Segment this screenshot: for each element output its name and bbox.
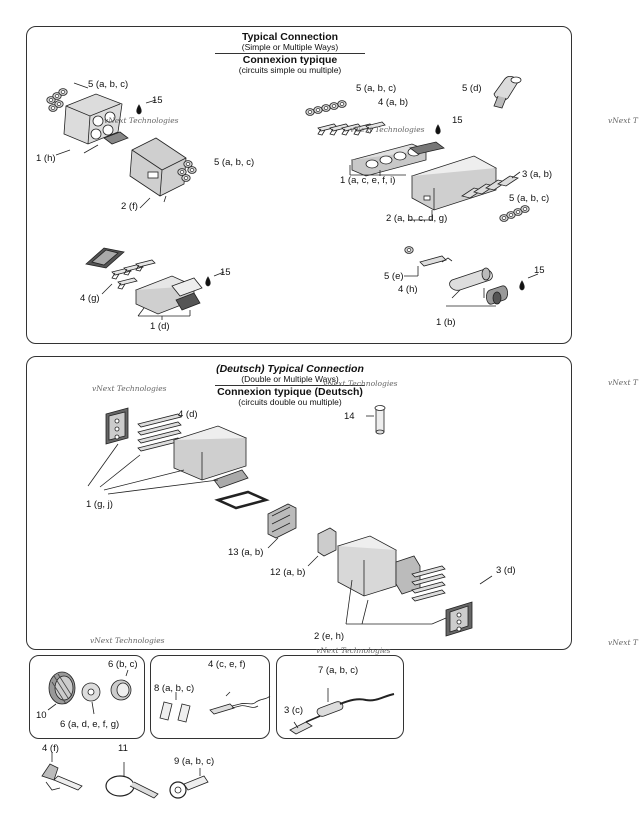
wedge-13ab [267, 503, 297, 539]
watermark-edge: vNext T [608, 116, 638, 125]
label-9abc: 9 (a, b, c) [174, 756, 215, 767]
boot-6bc [110, 679, 132, 701]
label-3d: 3 (d) [496, 565, 516, 576]
label-14: 14 [344, 411, 355, 422]
label-1acefi: 1 (a, c, e, f, i) [340, 175, 396, 186]
seal-pad-right [445, 601, 473, 637]
panel2-subtitle: (Double or Multiple Ways) [241, 374, 339, 385]
connector-1gj [172, 425, 249, 489]
panel2-header: (Deutsch) Typical Connection (Double or … [200, 363, 380, 407]
seal-4g [85, 247, 125, 269]
label-5abc-top-right: 5 (a, b, c) [356, 83, 397, 94]
connector-1d [134, 275, 203, 315]
watermark: vNext Technologies [90, 636, 165, 645]
terminal-3c [289, 715, 321, 735]
seal-group-5abc-c [305, 100, 347, 116]
terminals-4d [137, 413, 182, 452]
terminals-3d [411, 565, 446, 602]
panel-sleeves [150, 655, 270, 739]
seal-group-5abc-d [499, 205, 530, 222]
panel1-subtitle: (Simple or Multiple Ways) [241, 42, 339, 53]
label-4g: 4 (g) [80, 293, 100, 304]
panel-deutsch-connection [26, 356, 572, 650]
label-3ab: 3 (a, b) [522, 169, 553, 180]
watermark-edge: vNext T [608, 378, 638, 387]
label-12ab: 12 (a, b) [270, 567, 306, 578]
panel1-title: Typical Connection [241, 31, 339, 43]
watermark: vNext Technologies [92, 384, 167, 393]
label-1h: 1 (h) [36, 153, 56, 164]
label-13ab: 13 (a, b) [228, 547, 264, 558]
connector-2eh [336, 535, 421, 597]
terminals-4g [111, 259, 156, 290]
label-5e: 5 (e) [384, 271, 404, 282]
panel2-title-fr: Connexion typique (Deutsch) [217, 385, 363, 398]
receptacle-14 [374, 405, 386, 435]
label-15-top-right: 15 [452, 115, 463, 126]
label-5abc-top-left: 5 (a, b, c) [88, 79, 129, 90]
seal-frame [214, 490, 270, 510]
panel1-subtitle-fr: (circuits simple ou multiple) [238, 64, 342, 75]
label-8abc: 8 (a, b, c) [154, 683, 195, 694]
label-3c: 3 (c) [284, 705, 303, 716]
panel1-title-fr: Connexion typique [242, 53, 338, 66]
label-4h: 4 (h) [398, 284, 418, 295]
splice-4cef [209, 695, 271, 715]
watermark-edge: vNext T [608, 638, 638, 647]
label-15-bottom-left: 15 [220, 267, 231, 278]
label-5abc-right: 5 (a, b, c) [509, 193, 550, 204]
label-10: 10 [36, 710, 47, 721]
watermark: vNext Technologies [316, 646, 391, 655]
label-2eh: 2 (e, h) [314, 631, 345, 642]
label-15-top-left: 15 [152, 95, 163, 106]
splice-7abc [316, 693, 395, 717]
connector-1acefi [350, 141, 445, 177]
boot-6adefg [81, 682, 101, 702]
panel2-title: (Deutsch) Typical Connection [216, 363, 364, 375]
seal-group-5abc-a [46, 88, 68, 112]
watermark: vNext Technologies [350, 125, 425, 134]
connector-2abcdg [410, 155, 498, 211]
label-11: 11 [118, 743, 128, 754]
terminal-5d [493, 76, 522, 109]
label-5d: 5 (d) [462, 83, 482, 94]
label-7abc: 7 (a, b, c) [318, 665, 359, 676]
label-6adefg: 6 (a, d, e, f, g) [60, 719, 120, 730]
label-4cef: 4 (c, e, f) [208, 659, 246, 670]
watermark: vNext Technologies [323, 379, 398, 388]
terminal-4f [41, 763, 83, 791]
panel1-header: Typical Connection (Simple or Multiple W… [210, 31, 370, 75]
panel2-subtitle-fr: (circuits double ou multiple) [238, 396, 342, 407]
panel2-divider [215, 384, 365, 386]
label-2f: 2 (f) [121, 201, 138, 212]
sleeves-8abc [159, 701, 191, 723]
seal-pad-left [105, 407, 129, 445]
terminal-4h [419, 255, 453, 267]
label-1gj: 1 (g, j) [86, 499, 113, 510]
boot-10 [48, 671, 76, 705]
panel1-divider [215, 52, 365, 54]
label-1b: 1 (b) [436, 317, 456, 328]
label-2abcdg: 2 (a, b, c, d, g) [386, 213, 448, 224]
connector-1b [449, 267, 508, 305]
cable-tie-11 [105, 775, 159, 799]
ring-terminal-9abc [169, 775, 209, 799]
terminals-3ab [461, 175, 519, 199]
watermark: vNext Technologies [104, 116, 179, 125]
connector-2f [129, 137, 187, 197]
label-5abc-mid-left: 5 (a, b, c) [214, 157, 255, 168]
label-1d: 1 (d) [150, 321, 170, 332]
label-4d: 4 (d) [178, 409, 198, 420]
label-6bc: 6 (b, c) [108, 659, 138, 670]
label-4ab: 4 (a, b) [378, 97, 409, 108]
connector-1h [63, 93, 129, 145]
label-15-bottom-right: 15 [534, 265, 545, 276]
wedge-12ab [317, 527, 337, 557]
label-4f: 4 (f) [42, 743, 59, 754]
